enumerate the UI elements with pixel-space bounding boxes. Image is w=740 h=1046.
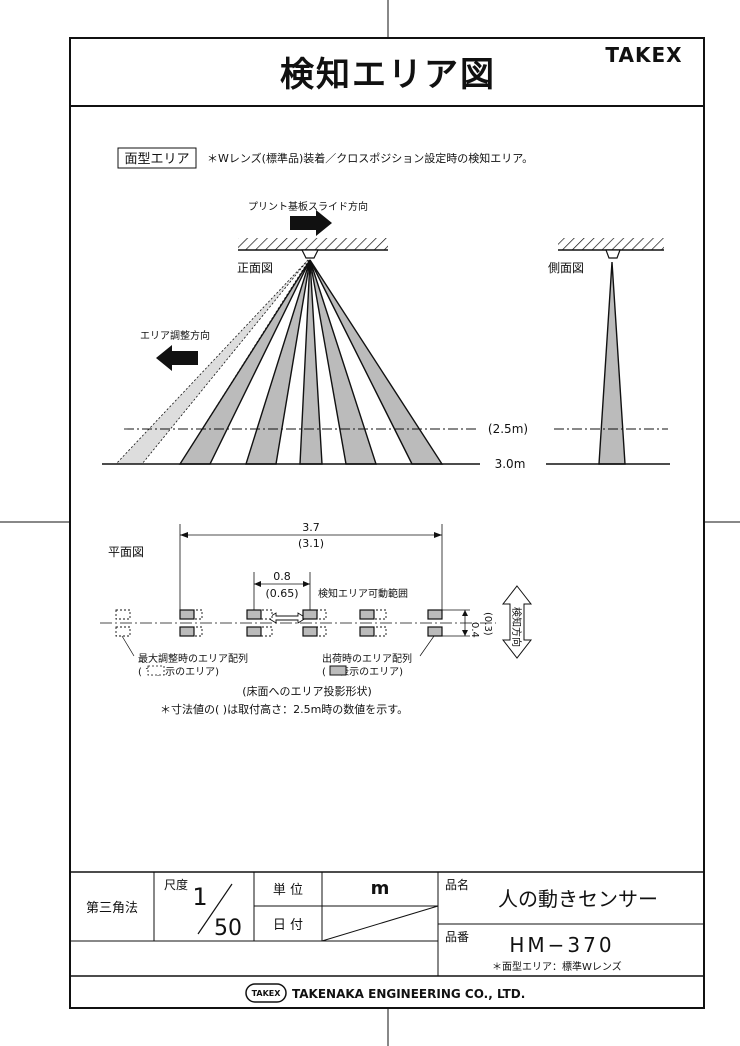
brand-logo: TAKEX bbox=[605, 43, 682, 67]
detection-direction-arrow-icon bbox=[501, 585, 533, 659]
front-view-label: 正面図 bbox=[237, 261, 273, 275]
double-arrow-icon bbox=[267, 612, 307, 624]
sheet-frame bbox=[69, 37, 705, 1009]
side-view-label: 側面図 bbox=[548, 261, 584, 275]
area-type-badge bbox=[117, 147, 197, 169]
scale-numerator: 1 bbox=[192, 883, 207, 911]
height-30-label: 3.0m bbox=[495, 457, 526, 471]
company-name: TAKENAKA ENGINEERING CO., LTD. bbox=[292, 987, 525, 1001]
plan-view: 平面図 3.7 (3.1) 0.8 (0.65) 検知エリア可動範囲 bbox=[100, 521, 533, 716]
front-view: プリント基板スライド方向 正面図 エリア調整方向 bbox=[102, 200, 480, 465]
product-name: 人の動きセンサー bbox=[498, 887, 658, 911]
side-view: 側面図 bbox=[546, 238, 670, 465]
legend-dashed-swatch bbox=[147, 665, 165, 676]
dim-step: 0.8 bbox=[273, 570, 291, 583]
right-arrow-icon bbox=[290, 210, 332, 236]
lens-note: ＊Wレンズ(標準品)装着／クロスポジション設定時の検知エリア。 bbox=[207, 151, 533, 165]
legend-max-adjust: 最大調整時のエリア配列 bbox=[138, 652, 248, 665]
product-number: HM−370 bbox=[509, 933, 614, 957]
legend-gray-swatch bbox=[329, 665, 347, 676]
unit-value: m bbox=[371, 878, 390, 899]
page-title: 検知エリア図 bbox=[280, 55, 496, 95]
area-type-badge-label: 面型エリア bbox=[124, 152, 189, 167]
slide-direction-label: プリント基板スライド方向 bbox=[248, 200, 368, 213]
product-number-note: ＊面型エリア：標準Wレンズ bbox=[492, 960, 622, 973]
left-arrow-icon bbox=[156, 345, 198, 371]
side-sensor-icon bbox=[605, 249, 621, 259]
plan-view-label: 平面図 bbox=[108, 545, 144, 559]
company-logo-badge bbox=[245, 983, 287, 1003]
company-logo: TAKEX bbox=[252, 989, 282, 998]
unit-label: 単 位 bbox=[273, 882, 303, 898]
adjust-direction-label: エリア調整方向 bbox=[140, 329, 210, 342]
product-name-label: 品名 bbox=[445, 877, 469, 892]
sensor-icon bbox=[301, 249, 319, 259]
title-block bbox=[70, 871, 704, 977]
legend-shipped: 出荷時のエリア配列 bbox=[322, 652, 412, 665]
dim-step-alt: (0.65) bbox=[265, 587, 298, 600]
height-25-label: (2.5m) bbox=[488, 422, 528, 436]
detection-direction-label: 検知方向 bbox=[510, 607, 523, 647]
projection-method: 第三角法 bbox=[86, 901, 138, 916]
scale-label: 尺度 bbox=[164, 877, 188, 892]
dim-width: 3.7 bbox=[302, 521, 320, 534]
plan-caption: (床面へのエリア投影形状) bbox=[242, 684, 372, 698]
scale-denominator: 50 bbox=[214, 916, 242, 941]
dimension-footnote: ＊寸法値の( )は取付高さ：2.5m時の数値を示す。 bbox=[160, 702, 408, 716]
product-number-label: 品番 bbox=[445, 930, 469, 944]
dim-depth-alt: (0.3) bbox=[482, 612, 493, 636]
date-label: 日 付 bbox=[273, 918, 303, 933]
dim-depth: 0.4 bbox=[469, 622, 480, 638]
dim-width-alt: (3.1) bbox=[298, 537, 324, 550]
movable-range-label: 検知エリア可動範囲 bbox=[318, 587, 408, 600]
